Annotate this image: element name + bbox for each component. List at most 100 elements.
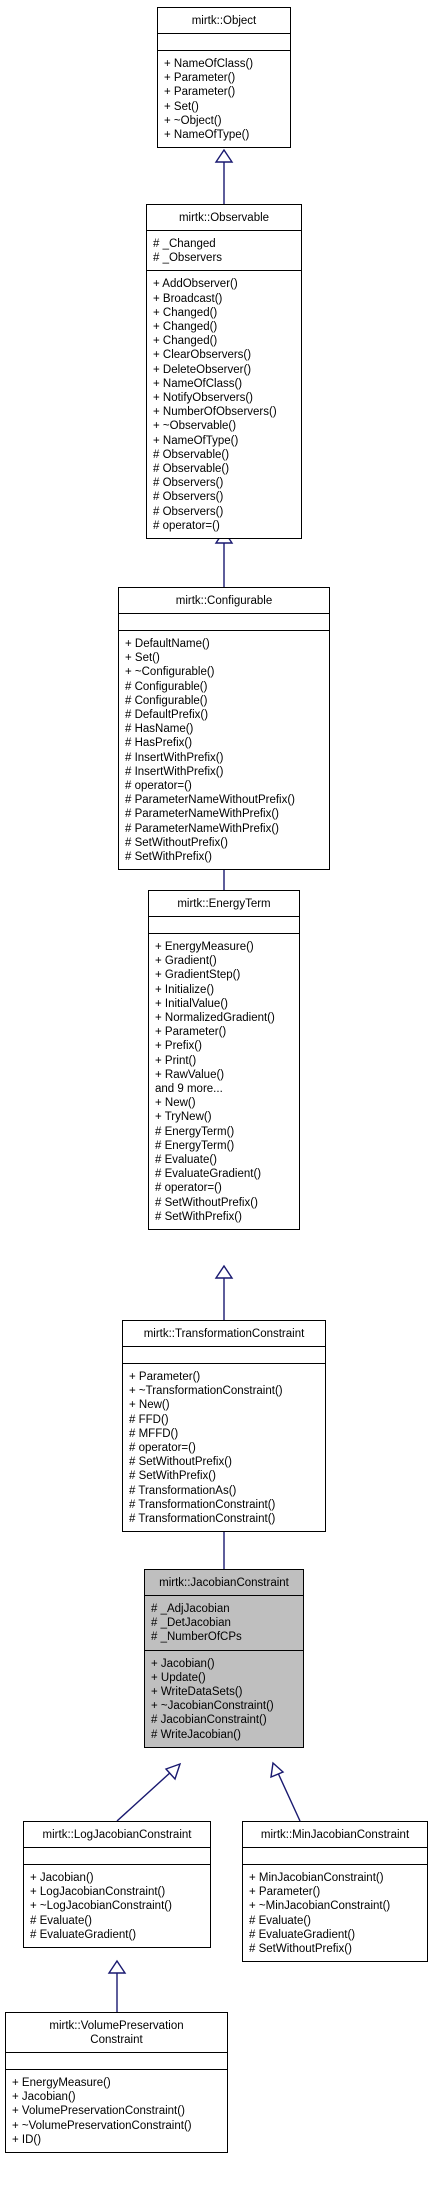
- method: + DeleteObserver(): [153, 363, 252, 376]
- class-energyterm-name: mirtk::EnergyTerm: [149, 891, 299, 917]
- class-observable[interactable]: mirtk::Observable # _Changed # _Observer…: [146, 204, 302, 540]
- class-transformationconstraint-attributes: [123, 1347, 325, 1364]
- method: + ~Observable(): [153, 420, 237, 433]
- class-transformationconstraint[interactable]: mirtk::TransformationConstraint + Parame…: [122, 1320, 326, 1533]
- method: + VolumePreservationConstraint(): [12, 2105, 185, 2118]
- method: + MinJacobianConstraint(): [249, 1872, 384, 1884]
- method: + InitialValue(): [155, 997, 228, 1010]
- method: + New(): [155, 1097, 196, 1110]
- attribute: # _DetJacobian: [151, 1617, 231, 1630]
- method: + NumberOfObservers(): [153, 406, 277, 419]
- class-volumepreservationconstraint-methods: + EnergyMeasure() + Jacobian() + VolumeP…: [6, 2070, 227, 2152]
- method: + NameOfClass(): [153, 377, 243, 390]
- method: # operator=(): [153, 519, 220, 532]
- method: # EvaluateGradient(): [249, 1928, 356, 1941]
- method: # Evaluate(): [249, 1914, 312, 1927]
- method: + NameOfClass(): [164, 58, 254, 70]
- class-object-attributes: [158, 34, 290, 51]
- class-transformationconstraint-methods: + Parameter() + ~TransformationConstrain…: [123, 1364, 325, 1531]
- method-more-link[interactable]: and 9 more...: [155, 1083, 223, 1096]
- method: # MFFD(): [129, 1427, 179, 1440]
- class-volumepreservationconstraint-attributes: [6, 2053, 227, 2070]
- method: + Gradient(): [155, 955, 217, 968]
- class-minjacobianconstraint-methods: + MinJacobianConstraint() + Parameter() …: [243, 1865, 427, 1961]
- method: # TransformationAs(): [129, 1484, 237, 1497]
- method: # Evaluate(): [155, 1154, 218, 1167]
- method: # SetWithoutPrefix(): [155, 1196, 258, 1209]
- method: # InsertWithPrefix(): [125, 765, 224, 778]
- method: # JacobianConstraint(): [151, 1714, 267, 1727]
- method: + NameOfType(): [164, 129, 250, 142]
- class-jacobianconstraint-name: mirtk::JacobianConstraint: [145, 1570, 303, 1596]
- attribute: # _NumberOfCPs: [151, 1631, 242, 1644]
- arrowhead-jacobian-left: [164, 1762, 182, 1781]
- method: + Changed(): [153, 335, 218, 348]
- arrowhead-logjacobian: [107, 1959, 127, 1974]
- class-minjacobianconstraint-attributes: [243, 1848, 427, 1865]
- method: + ~Configurable(): [125, 666, 215, 679]
- method: + NormalizedGradient(): [155, 1012, 275, 1025]
- method: + Set(): [125, 652, 160, 665]
- method: + Parameter(): [164, 72, 236, 85]
- method: + TryNew(): [155, 1111, 212, 1124]
- class-observable-attributes: # _Changed # _Observers: [147, 231, 301, 272]
- method: + Parameter(): [249, 1886, 321, 1899]
- method: # SetWithoutPrefix(): [125, 836, 228, 849]
- method: # ParameterNameWithoutPrefix(): [125, 794, 295, 807]
- method: # Observers(): [153, 491, 224, 504]
- method: + ~JacobianConstraint(): [151, 1700, 274, 1713]
- method: # Observable(): [153, 463, 230, 476]
- method: + Broadcast(): [153, 292, 223, 305]
- method: + ~MinJacobianConstraint(): [249, 1900, 391, 1913]
- class-configurable[interactable]: mirtk::Configurable + DefaultName() + Se…: [118, 587, 330, 871]
- method: # HasName(): [125, 723, 194, 736]
- method: + Parameter(): [155, 1026, 227, 1039]
- method: + Jacobian(): [151, 1657, 215, 1670]
- method: + Set(): [164, 100, 199, 113]
- method: + ~VolumePreservationConstraint(): [12, 2119, 192, 2132]
- method: # operator=(): [129, 1442, 196, 1455]
- method: # SetWithoutPrefix(): [249, 1943, 352, 1956]
- method: # EnergyTerm(): [155, 1139, 235, 1152]
- class-configurable-name: mirtk::Configurable: [119, 588, 329, 614]
- method: + Jacobian(): [30, 1872, 94, 1884]
- class-configurable-attributes: [119, 614, 329, 631]
- class-observable-name: mirtk::Observable: [147, 205, 301, 231]
- class-logjacobianconstraint[interactable]: mirtk::LogJacobianConstraint + Jacobian(…: [23, 1821, 211, 1949]
- class-logjacobianconstraint-methods: + Jacobian() + LogJacobianConstraint() +…: [24, 1865, 210, 1947]
- class-transformationconstraint-name: mirtk::TransformationConstraint: [123, 1321, 325, 1347]
- method: # Configurable(): [125, 694, 208, 707]
- class-volumepreservationconstraint[interactable]: mirtk::VolumePreservation Constraint + E…: [5, 2012, 228, 2154]
- method: + EnergyMeasure(): [12, 2077, 111, 2089]
- method: # ParameterNameWithPrefix(): [125, 822, 280, 835]
- edge-logjacobian-jacobian: [116, 1770, 173, 1822]
- class-object-methods: + NameOfClass() + Parameter() + Paramete…: [158, 51, 290, 147]
- method: # SetWithPrefix(): [129, 1470, 216, 1483]
- method: + ~Object(): [164, 114, 222, 127]
- attribute: # _AdjJacobian: [151, 1603, 230, 1615]
- class-energyterm-methods: + EnergyMeasure() + Gradient() + Gradien…: [149, 934, 299, 1229]
- class-jacobianconstraint-attributes: # _AdjJacobian # _DetJacobian # _NumberO…: [145, 1596, 303, 1651]
- method: # operator=(): [155, 1182, 222, 1195]
- class-object-name: mirtk::Object: [158, 8, 290, 34]
- method: # EnergyTerm(): [155, 1125, 235, 1138]
- method: + Prefix(): [155, 1040, 202, 1053]
- method: # Observers(): [153, 477, 224, 490]
- class-energyterm-attributes: [149, 917, 299, 934]
- method: + Update(): [151, 1671, 206, 1684]
- method: + Parameter(): [129, 1371, 201, 1383]
- class-energyterm[interactable]: mirtk::EnergyTerm + EnergyMeasure() + Gr…: [148, 890, 300, 1231]
- class-observable-methods: + AddObserver() + Broadcast() + Changed(…: [147, 271, 301, 538]
- class-object[interactable]: mirtk::Object + NameOfClass() + Paramete…: [157, 7, 291, 149]
- edge-minjacobian-jacobian: [277, 1772, 301, 1822]
- method: + Changed(): [153, 306, 218, 319]
- method: # WriteJacobian(): [151, 1728, 241, 1741]
- method: + ClearObservers(): [153, 349, 252, 362]
- method: + Print(): [155, 1054, 197, 1067]
- method: # DefaultPrefix(): [125, 709, 209, 722]
- class-jacobianconstraint[interactable]: mirtk::JacobianConstraint # _AdjJacobian…: [144, 1569, 304, 1748]
- method: # TransformationConstraint(): [129, 1498, 276, 1511]
- method: + Jacobian(): [12, 2091, 76, 2104]
- method: # TransformationConstraint(): [129, 1513, 276, 1526]
- class-minjacobianconstraint[interactable]: mirtk::MinJacobianConstraint + MinJacobi…: [242, 1821, 428, 1963]
